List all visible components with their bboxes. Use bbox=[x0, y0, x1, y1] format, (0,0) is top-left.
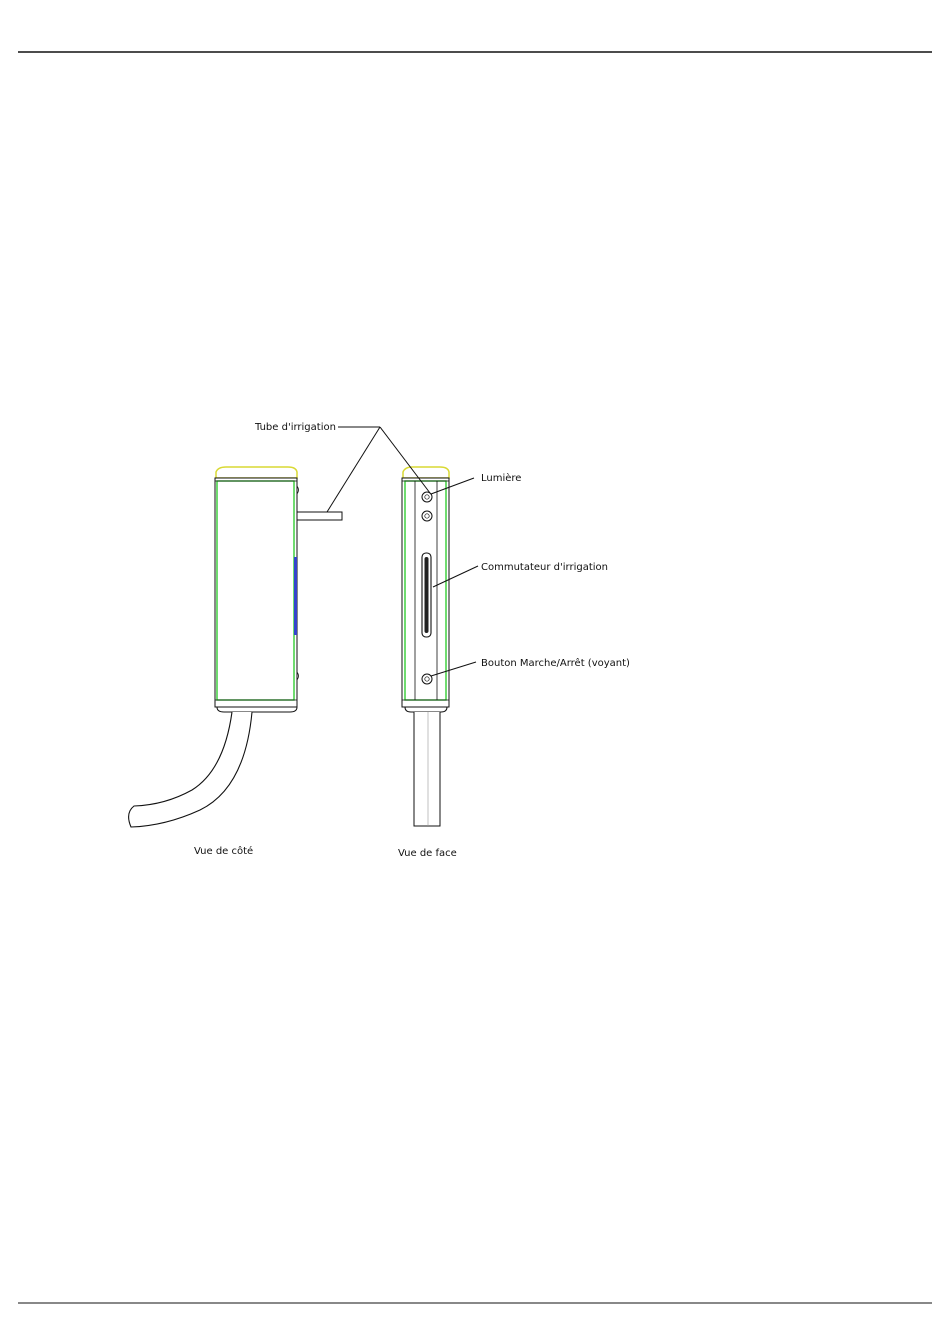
front-base bbox=[405, 707, 447, 712]
side-top-cap bbox=[216, 467, 297, 478]
side-panel bbox=[294, 557, 297, 635]
label-irrigation-switch: Commutateur d'irrigation bbox=[481, 562, 608, 573]
label-irrigation-tube: Tube d'irrigation bbox=[254, 422, 336, 433]
label-front-view: Vue de face bbox=[398, 848, 457, 859]
leader-lines bbox=[323, 427, 478, 676]
side-body bbox=[215, 478, 297, 707]
power-button bbox=[422, 674, 432, 684]
label-side-view: Vue de côté bbox=[194, 845, 253, 857]
side-base bbox=[217, 707, 297, 712]
front-view-drawing bbox=[402, 467, 449, 826]
side-cable bbox=[129, 712, 252, 827]
label-power-button: Bouton Marche/Arrêt (voyant) bbox=[481, 657, 630, 669]
irrigation-tube bbox=[297, 512, 342, 520]
light-1 bbox=[422, 492, 432, 502]
light-2 bbox=[422, 511, 432, 521]
side-view-drawing bbox=[129, 467, 342, 827]
front-cable bbox=[414, 712, 440, 826]
label-light: Lumière bbox=[481, 472, 521, 484]
front-top-cap bbox=[403, 467, 449, 478]
